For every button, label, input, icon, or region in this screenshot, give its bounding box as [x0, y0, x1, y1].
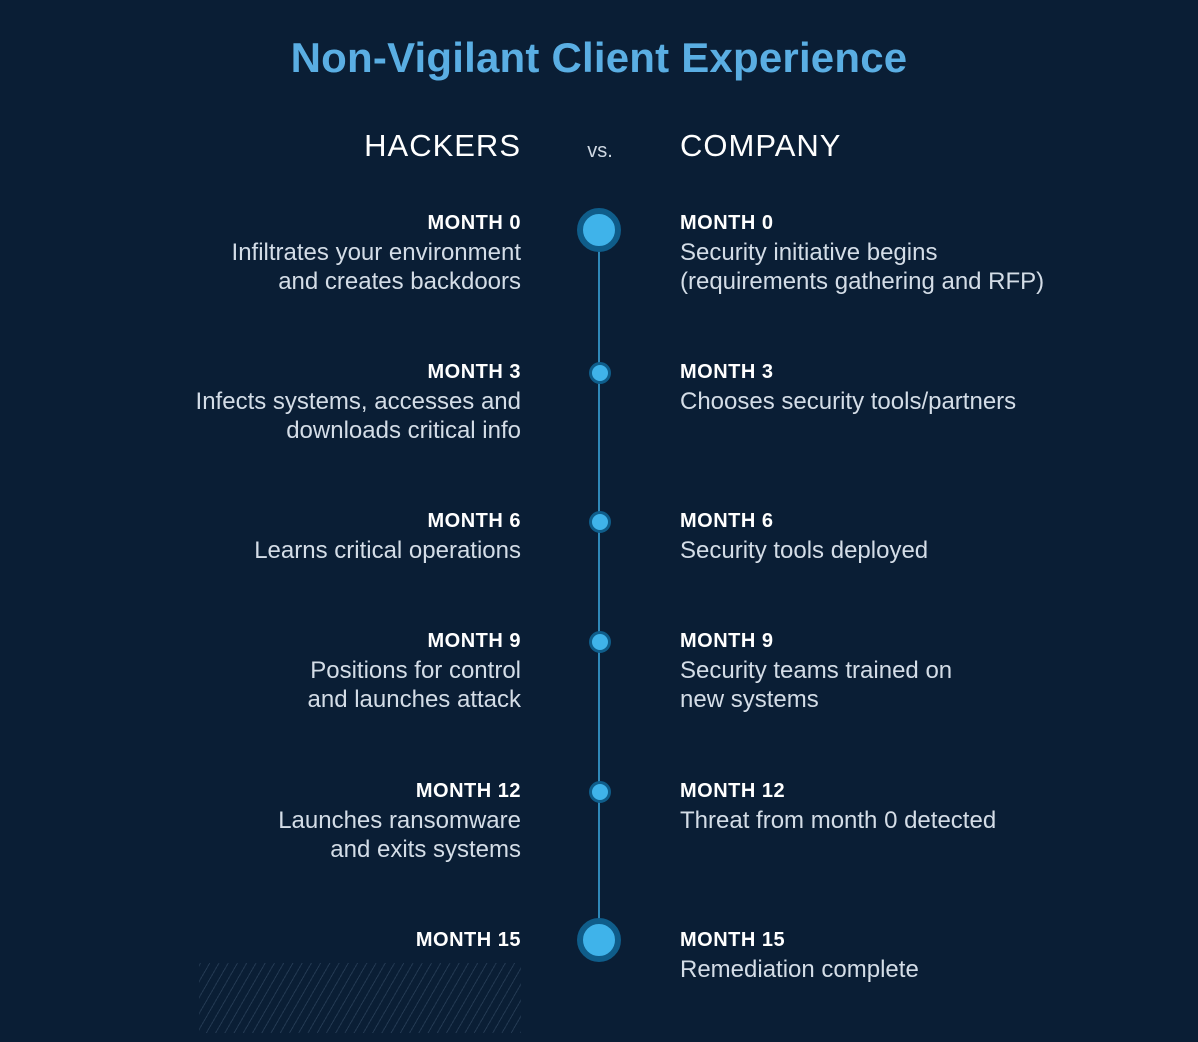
hackers-description: Infects systems, accesses and downloads … — [195, 388, 521, 444]
hackers-entry-month-6: MONTH 6 Learns critical operations — [81, 508, 521, 565]
decorative-hatch-pattern — [199, 963, 521, 1033]
company-entry-month-9: MONTH 9 Security teams trained on new sy… — [680, 628, 1100, 714]
company-column-heading: COMPANY — [680, 128, 842, 163]
timeline-line — [598, 230, 600, 940]
timeline-node-month-12 — [589, 781, 611, 803]
versus-label: vs. — [587, 140, 613, 162]
company-month-label: MONTH 6 — [680, 510, 774, 532]
company-entry-month-6: MONTH 6 Security tools deployed — [680, 508, 1100, 565]
hackers-month-label: MONTH 3 — [427, 361, 521, 383]
hackers-month-label: MONTH 0 — [427, 212, 521, 234]
company-month-label: MONTH 9 — [680, 630, 774, 652]
company-description: Remediation complete — [680, 956, 919, 983]
hackers-month-label: MONTH 6 — [427, 510, 521, 532]
hackers-month-label: MONTH 12 — [415, 780, 521, 802]
company-entry-month-3: MONTH 3 Chooses security tools/partners — [680, 359, 1100, 416]
company-description: Security teams trained on new systems — [680, 657, 953, 713]
company-description: Security tools deployed — [680, 537, 929, 564]
hackers-month-label: MONTH 9 — [427, 630, 521, 652]
company-description: Threat from month 0 detected — [680, 807, 997, 834]
timeline-node-month-6 — [589, 511, 611, 533]
company-description: Security initiative begins (requirements… — [680, 239, 1045, 295]
timeline-node-month-0 — [577, 208, 621, 252]
hackers-entry-month-3: MONTH 3 Infects systems, accesses and do… — [81, 359, 521, 445]
page-title: Non-Vigilant Client Experience — [290, 34, 908, 81]
hackers-description: Infiltrates your environment and creates… — [231, 239, 521, 295]
company-entry-month-15: MONTH 15 Remediation complete — [680, 927, 1100, 984]
hackers-entry-month-0: MONTH 0 Infiltrates your environment and… — [81, 210, 521, 296]
timeline-node-month-15 — [577, 918, 621, 962]
timeline-node-month-3 — [589, 362, 611, 384]
hackers-month-label: MONTH 15 — [415, 929, 521, 951]
company-entry-month-0: MONTH 0 Security initiative begins (requ… — [680, 210, 1100, 296]
hackers-entry-month-9: MONTH 9 Positions for control and launch… — [81, 628, 521, 714]
hackers-description: Learns critical operations — [254, 537, 521, 564]
company-month-label: MONTH 12 — [680, 780, 786, 802]
hackers-column-heading: HACKERS — [364, 128, 521, 163]
company-month-label: MONTH 15 — [680, 929, 786, 951]
company-month-label: MONTH 0 — [680, 212, 774, 234]
hackers-entry-month-12: MONTH 12 Launches ransomware and exits s… — [81, 778, 521, 864]
timeline-node-month-9 — [589, 631, 611, 653]
company-description: Chooses security tools/partners — [680, 388, 1017, 415]
company-month-label: MONTH 3 — [680, 361, 774, 383]
hackers-description: Positions for control and launches attac… — [307, 657, 521, 713]
company-entry-month-12: MONTH 12 Threat from month 0 detected — [680, 778, 1100, 835]
hackers-entry-month-15: MONTH 15 — [81, 927, 521, 955]
hackers-description: Launches ransomware and exits systems — [278, 807, 521, 863]
